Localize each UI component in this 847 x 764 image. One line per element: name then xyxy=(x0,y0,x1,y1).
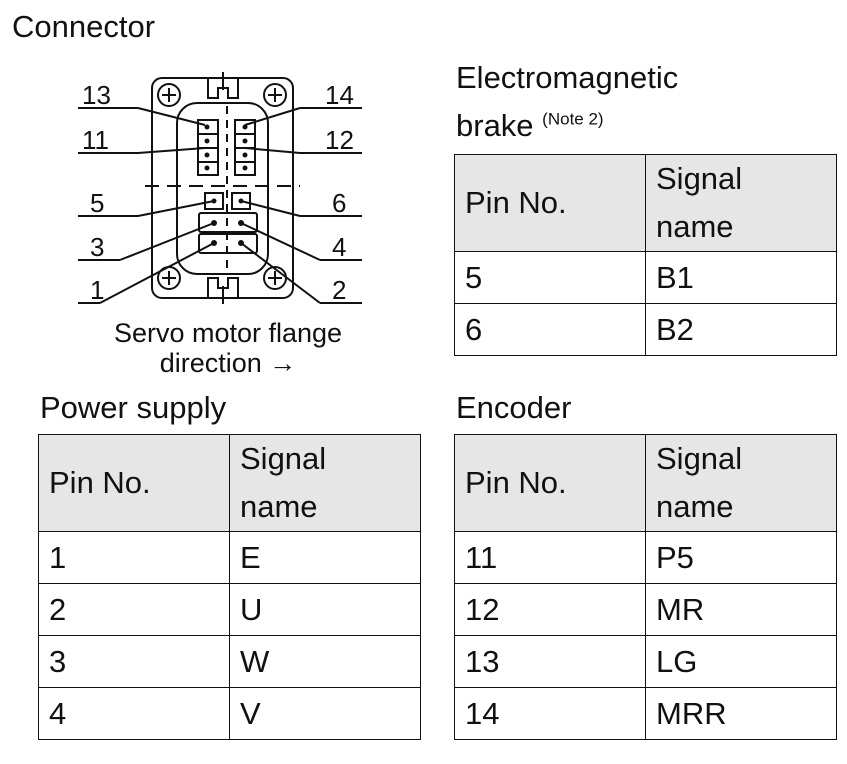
connector-diagram: 13 14 11 12 5 6 3 4 1 2 xyxy=(78,72,362,305)
table-row: 13 LG xyxy=(454,635,837,688)
brake-signal-cell: B1 xyxy=(645,251,837,304)
encoder-table-header: Pin No. Signal name xyxy=(454,434,837,532)
brake-table: Pin No. Signal name 5 B1 6 B2 xyxy=(454,154,837,356)
brake-header-pin: Pin No. xyxy=(454,154,646,252)
power-signal-cell: W xyxy=(229,635,421,688)
connector-caption-line1: Servo motor flange xyxy=(113,318,343,348)
brake-table-header: Pin No. Signal name xyxy=(454,154,837,252)
power-pins-lower xyxy=(198,233,258,254)
pin-label-12: 12 xyxy=(325,125,354,155)
power-table-header: Pin No. Signal name xyxy=(38,434,421,532)
power-header-signal: Signal name xyxy=(229,434,421,532)
encoder-pin-cell: 14 xyxy=(454,687,646,740)
power-pin-cell: 4 xyxy=(38,687,230,740)
table-row: 1 E xyxy=(38,531,421,584)
brake-header-signal: Signal name xyxy=(645,154,837,252)
brake-title-line2-wrap: brake (Note 2) xyxy=(456,108,678,144)
power-pin-cell: 1 xyxy=(38,531,230,584)
connector-inner-body xyxy=(176,102,269,275)
pin-label-14: 14 xyxy=(325,80,354,110)
table-row: 2 U xyxy=(38,583,421,636)
table-row: 3 W xyxy=(38,635,421,688)
encoder-pin-cell: 13 xyxy=(454,635,646,688)
pin-label-5: 5 xyxy=(90,188,104,218)
brake-header-signal-line1: Signal xyxy=(656,161,743,196)
power-pin-cell: 2 xyxy=(38,583,230,636)
encoder-header-pin: Pin No. xyxy=(454,434,646,532)
encoder-pin-cell: 11 xyxy=(454,531,646,584)
power-header-signal-line1: Signal xyxy=(240,441,327,476)
connector-caption-line2: direction → xyxy=(159,348,297,378)
power-signal-cell: E xyxy=(229,531,421,584)
brake-title-line2: brake xyxy=(456,108,534,143)
brake-title-line1: Electromagnetic xyxy=(456,60,679,95)
pin-label-6: 6 xyxy=(332,188,346,218)
encoder-signal-cell: P5 xyxy=(645,531,837,584)
brake-title: Electromagnetic brake (Note 2) xyxy=(456,60,678,144)
screw-top-right xyxy=(263,83,287,107)
table-row: 12 MR xyxy=(454,583,837,636)
table-row: 11 P5 xyxy=(454,531,837,584)
encoder-header-signal-line1: Signal xyxy=(656,441,743,476)
pin-label-2: 2 xyxy=(332,275,346,305)
encoder-title: Encoder xyxy=(456,390,572,425)
encoder-signal-cell: MR xyxy=(645,583,837,636)
pin-label-4: 4 xyxy=(332,232,346,262)
power-signal-cell: V xyxy=(229,687,421,740)
pin-label-13: 13 xyxy=(82,80,111,110)
brake-pin-5-box xyxy=(204,192,224,210)
brake-header-signal-line2: name xyxy=(656,209,734,244)
screw-top-left xyxy=(157,83,181,107)
brake-pin-cell: 6 xyxy=(454,303,646,356)
connector-title: Connector xyxy=(12,9,156,44)
table-row: 5 B1 xyxy=(454,251,837,304)
encoder-pin-cell: 12 xyxy=(454,583,646,636)
screw-bottom-right xyxy=(263,266,287,290)
brake-pin-cell: 5 xyxy=(454,251,646,304)
table-row: 6 B2 xyxy=(454,303,837,356)
encoder-table: Pin No. Signal name 11 P5 12 MR 13 LG 14… xyxy=(454,434,837,740)
power-signal-cell: U xyxy=(229,583,421,636)
pin-label-1: 1 xyxy=(90,275,104,305)
encoder-signal-cell: MRR xyxy=(645,687,837,740)
power-pins-upper xyxy=(198,212,258,233)
encoder-header-signal: Signal name xyxy=(645,434,837,532)
encoder-header-signal-line2: name xyxy=(656,489,734,524)
pin-label-11: 11 xyxy=(82,125,109,155)
pin-label-3: 3 xyxy=(90,232,104,262)
power-title: Power supply xyxy=(40,390,227,425)
brake-signal-cell: B2 xyxy=(645,303,837,356)
brake-note: (Note 2) xyxy=(542,109,604,129)
power-table: Pin No. Signal name 1 E 2 U 3 W 4 V xyxy=(38,434,421,740)
brake-pin-6-box xyxy=(231,192,251,210)
table-row: 4 V xyxy=(38,687,421,740)
power-pin-cell: 3 xyxy=(38,635,230,688)
table-row: 14 MRR xyxy=(454,687,837,740)
connector-caption: Servo motor flange direction → xyxy=(80,318,376,378)
power-header-pin: Pin No. xyxy=(38,434,230,532)
encoder-signal-cell: LG xyxy=(645,635,837,688)
power-header-signal-line2: name xyxy=(240,489,318,524)
